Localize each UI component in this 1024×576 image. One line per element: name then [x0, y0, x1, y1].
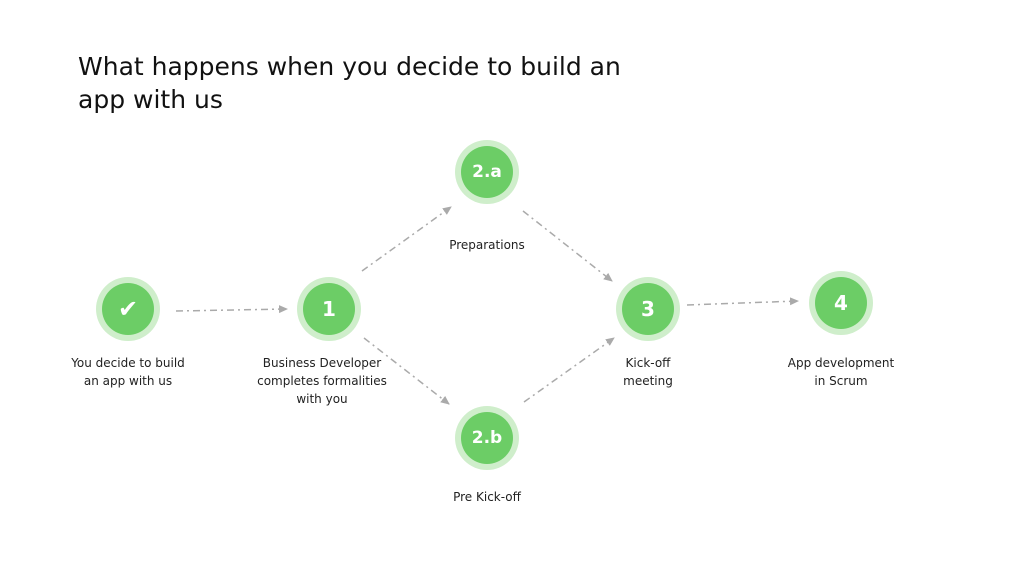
arrow-1-to-2a	[361, 206, 452, 272]
step-2a-node: 2.a	[455, 140, 519, 204]
page-title: What happens when you decide to build an…	[78, 52, 621, 114]
step-2a-badge: 2.a	[461, 146, 513, 198]
step-4-badge: 4	[815, 277, 867, 329]
arrow-2b-to-3	[523, 337, 615, 403]
step-4-node: 4	[809, 271, 873, 335]
step-2b-badge: 2.b	[461, 412, 513, 464]
step-2a-label: Preparations	[449, 238, 525, 252]
step-1-node: 1	[297, 277, 361, 341]
checkmark-icon: ✔	[102, 283, 154, 335]
arrow-2a-to-3	[522, 210, 613, 282]
step-2b-node: 2.b	[455, 406, 519, 470]
arrow-1-to-2b	[363, 337, 450, 405]
step-2b-label: Pre Kick-off	[453, 490, 521, 504]
step-check-node: ✔	[96, 277, 160, 341]
arrow-3-to-4	[686, 297, 799, 306]
step-1-label: Business Developer completes formalities…	[257, 356, 387, 406]
step-3-badge: 3	[622, 283, 674, 335]
step-1-badge: 1	[303, 283, 355, 335]
step-check-label: You decide to build an app with us	[71, 356, 185, 388]
arrow-check-to-1	[175, 305, 288, 314]
step-3-label: Kick-off meeting	[623, 356, 673, 388]
step-3-node: 3	[616, 277, 680, 341]
step-4-label: App development in Scrum	[787, 356, 895, 388]
